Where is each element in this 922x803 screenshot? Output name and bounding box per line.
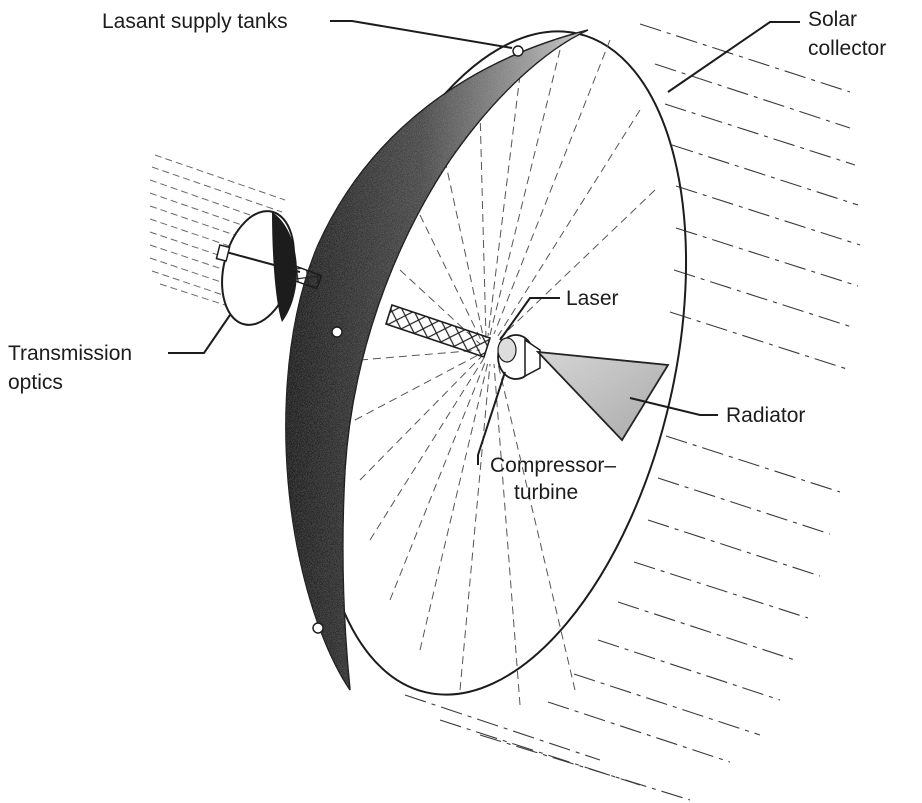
label-transmission-optics-line2: optics — [8, 371, 63, 394]
label-compressor-turbine-line1: Compressor– — [490, 454, 616, 477]
solar-collector-shell — [286, 30, 588, 690]
label-compressor-turbine-line2: turbine — [514, 481, 578, 504]
lasant-tank-bottom — [313, 623, 323, 633]
radiator — [538, 352, 668, 440]
support-truss — [386, 305, 490, 357]
lasant-tank-mid — [332, 327, 342, 337]
label-radiator: Radiator — [726, 404, 805, 427]
label-transmission-optics-line1: Transmission — [8, 342, 132, 365]
label-solar-collector-line2: collector — [808, 37, 886, 60]
label-solar-collector-line1: Solar — [808, 8, 857, 31]
label-lasant-supply-tanks: Lasant supply tanks — [102, 10, 288, 33]
lasant-tank-top — [513, 46, 523, 56]
label-laser: Laser — [566, 287, 619, 310]
